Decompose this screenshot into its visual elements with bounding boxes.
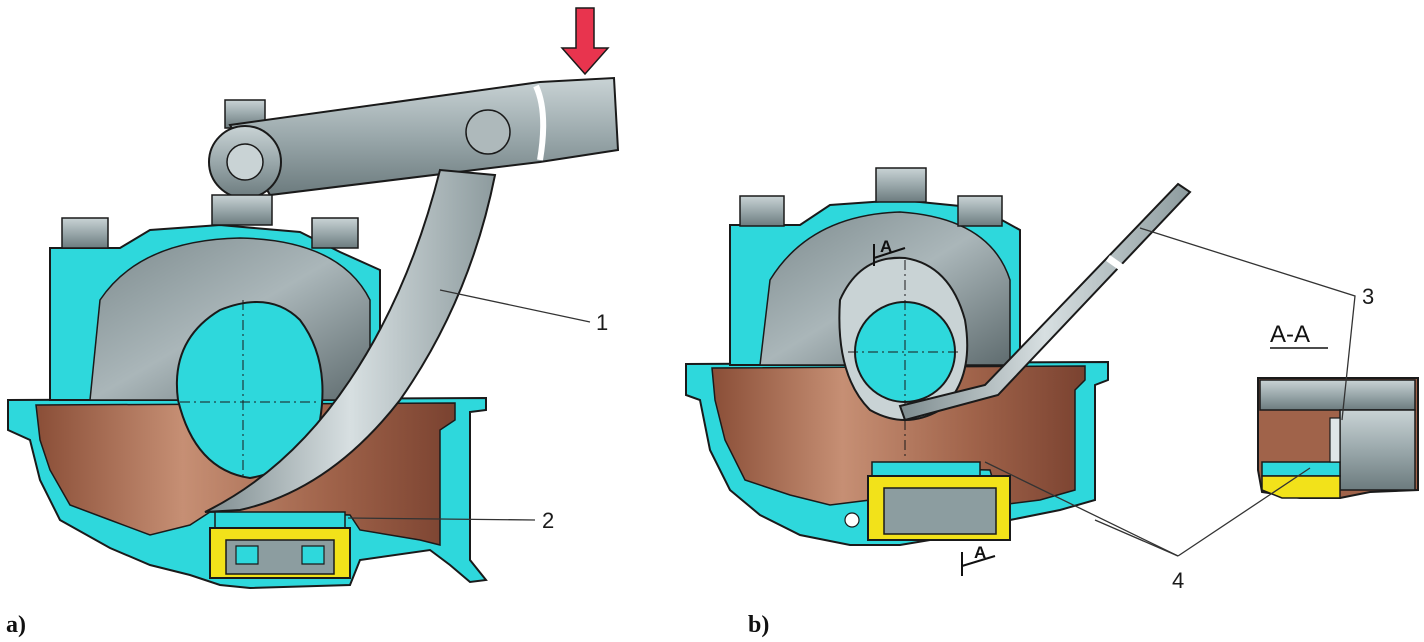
tool-lever-1 bbox=[204, 168, 497, 513]
oil-hole-b bbox=[844, 512, 860, 528]
lever-arm-a bbox=[228, 76, 620, 197]
bolt-right-a bbox=[311, 217, 359, 249]
panel-b-label: b) bbox=[748, 612, 769, 638]
leader-2 bbox=[347, 517, 536, 521]
bolt-left-b bbox=[739, 195, 785, 227]
leader-4a bbox=[984, 461, 1179, 557]
section-aa-tappet bbox=[1261, 475, 1341, 499]
tool-3 bbox=[898, 182, 1192, 422]
lever-break-a bbox=[533, 84, 547, 161]
callout-2: 2 bbox=[542, 508, 554, 533]
tool-break-b bbox=[1105, 255, 1128, 273]
bolt-right-b bbox=[957, 195, 1003, 227]
leader-3 bbox=[1139, 227, 1356, 421]
leader-4b bbox=[1094, 519, 1179, 557]
panel-a: 1 2 a) bbox=[6, 7, 620, 638]
cam-lobe-a bbox=[176, 301, 324, 480]
shim-2 bbox=[214, 511, 346, 529]
section-mark-top bbox=[873, 244, 906, 266]
valve-spring-b bbox=[883, 487, 997, 535]
shim-b bbox=[871, 461, 981, 477]
section-mark-top-label: A bbox=[880, 237, 892, 256]
section-mark-bottom-label: A bbox=[974, 543, 986, 562]
section-aa-title: A-A bbox=[1270, 321, 1310, 348]
pivot-hole-a bbox=[226, 143, 264, 181]
pivot-stand-a bbox=[211, 194, 273, 226]
leader-4c bbox=[1177, 467, 1311, 557]
section-aa-right bbox=[1339, 409, 1416, 491]
leader-1 bbox=[439, 289, 591, 323]
callout-4: 4 bbox=[1172, 568, 1184, 593]
callout-1: 1 bbox=[596, 310, 608, 335]
section-aa-tool-tip bbox=[1329, 417, 1341, 463]
section-aa-top bbox=[1259, 379, 1416, 411]
panel-a-label: a) bbox=[6, 612, 26, 638]
section-aa: A-A bbox=[1257, 321, 1419, 499]
bolt-left-a bbox=[61, 217, 109, 249]
section-mark-bottom bbox=[961, 552, 996, 576]
force-arrow bbox=[560, 7, 610, 76]
spring-seat-a bbox=[235, 545, 325, 565]
callout-3: 3 bbox=[1362, 284, 1374, 309]
bolt-top-b bbox=[875, 167, 927, 203]
panel-b: A A b) bbox=[685, 167, 1192, 638]
rivet-a bbox=[465, 109, 511, 155]
